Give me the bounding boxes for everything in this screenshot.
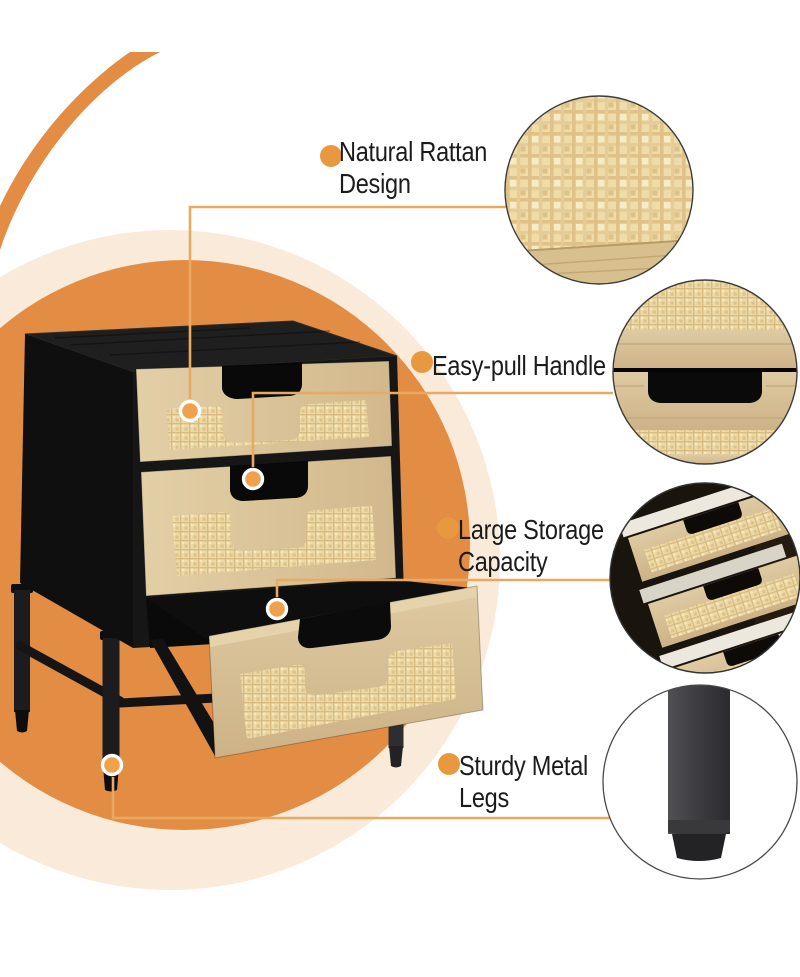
open-drawer	[208, 585, 484, 759]
bullet-dot-icon	[437, 517, 459, 539]
top-left-orange-arc	[0, 52, 160, 250]
callout-text: Large Storage	[458, 514, 604, 545]
callout-text: Natural Rattan	[339, 136, 488, 167]
target-dot-legs	[100, 753, 124, 777]
open-drawer-side	[150, 639, 229, 756]
inset-rattan-closeup	[504, 95, 694, 285]
target-dot-rattan	[178, 399, 202, 423]
inset-leg-closeup	[602, 684, 798, 880]
callout-target-dots	[100, 399, 289, 777]
inset-storage-closeup	[609, 482, 800, 674]
bullet-dot-icon	[320, 145, 342, 167]
bullet-dot-icon	[411, 351, 433, 373]
open-drawer-handle-cutout	[298, 602, 391, 649]
inset-handle-closeup	[612, 279, 798, 465]
target-dot-handle	[241, 467, 265, 491]
callout-label-legs: Sturdy Metal Legs	[459, 750, 588, 814]
bullet-dot-icon	[438, 753, 460, 775]
target-dot-storage	[265, 597, 289, 621]
label-bullets	[320, 145, 460, 775]
leader-lines	[111, 205, 613, 820]
middle-drawer-handle-cutout	[230, 461, 308, 501]
callout-text: Sturdy Metal	[459, 750, 589, 781]
callout-label-rattan: Natural Rattan Design	[339, 136, 487, 200]
top-drawer	[135, 360, 393, 463]
callout-label-storage: Large Storage Capacity	[458, 514, 604, 578]
callout-text: Easy-pull Handle	[432, 350, 606, 381]
cabinet-top-face	[25, 321, 397, 372]
handle-cutout	[648, 372, 762, 403]
middle-drawer	[140, 455, 397, 597]
cabinet-left-face	[20, 334, 133, 648]
callout-text: Legs	[459, 782, 510, 813]
callout-text: Design	[339, 168, 411, 199]
nightstand	[11, 320, 484, 792]
callout-text: Capacity	[458, 546, 548, 577]
top-drawer-handle-cutout	[222, 362, 302, 399]
callout-label-handle: Easy-pull Handle	[432, 350, 606, 382]
